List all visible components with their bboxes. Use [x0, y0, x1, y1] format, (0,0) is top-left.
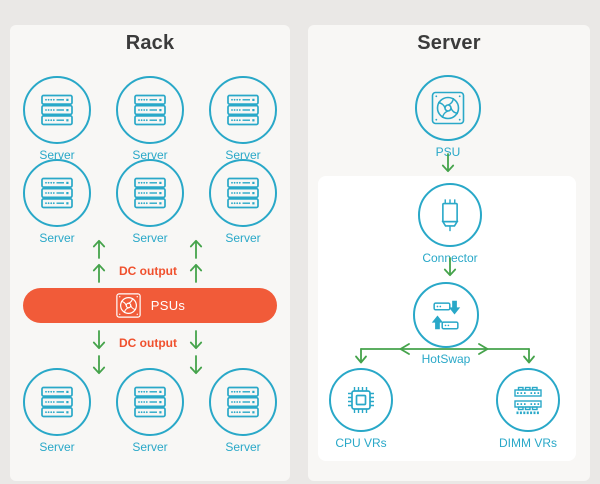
psu-node: PSU — [408, 75, 488, 159]
green-arrow-up-icon — [91, 237, 107, 259]
dc-output-label-top: DC output — [119, 264, 177, 278]
server-node-label: Server — [39, 440, 75, 454]
server-icon — [209, 159, 277, 227]
rack-server-node: Server — [17, 368, 97, 454]
rack-server-node: Server — [203, 76, 283, 162]
dimm-vrs-node: DIMM VRs — [488, 368, 568, 450]
psus-bar-label: PSUs — [150, 298, 186, 313]
server-node-label: Server — [132, 440, 168, 454]
server-node-label: Server — [39, 231, 75, 245]
cpu-chip-icon — [329, 368, 393, 432]
fan-icon — [116, 293, 141, 318]
connector-node: Connector — [410, 183, 490, 265]
server-node-label: Server — [225, 440, 261, 454]
dimm-memory-icon — [496, 368, 560, 432]
server-panel-title: Server — [417, 32, 481, 54]
green-arrow-down-icon — [442, 257, 458, 279]
dc-output-label-bottom: DC output — [119, 336, 177, 350]
server-icon — [23, 159, 91, 227]
branch-connector-lines — [355, 343, 535, 364]
rack-server-node: Server — [203, 159, 283, 245]
hotswap-node: HotSwap — [406, 282, 486, 366]
rack-server-node: Server — [203, 368, 283, 454]
server-node-label: Server — [132, 231, 168, 245]
hotswap-arrows-icon — [413, 282, 479, 348]
psu-node-label: PSU — [435, 145, 461, 159]
cpu-vrs-node: CPU VRs — [321, 368, 401, 450]
rack-server-node: Server — [110, 76, 190, 162]
server-icon — [23, 76, 91, 144]
server-icon — [209, 368, 277, 436]
green-arrow-up-icon — [188, 237, 204, 259]
green-arrow-down-icon — [188, 355, 204, 377]
server-node-label: Server — [39, 148, 75, 162]
server-icon — [116, 368, 184, 436]
connector-icon — [418, 183, 482, 247]
rack-server-node: Server — [17, 159, 97, 245]
server-icon — [116, 76, 184, 144]
green-arrow-down-icon — [440, 153, 456, 175]
server-icon — [116, 159, 184, 227]
rack-server-node: Server — [110, 159, 190, 245]
server-node-label: Server — [132, 148, 168, 162]
fan-icon — [415, 75, 481, 141]
dimm-vrs-node-label: DIMM VRs — [499, 436, 557, 450]
psus-bar: PSUs — [23, 288, 277, 323]
server-icon — [23, 368, 91, 436]
cpu-vrs-node-label: CPU VRs — [335, 436, 387, 450]
server-icon — [209, 76, 277, 144]
server-node-label: Server — [225, 231, 261, 245]
rack-server-node: Server — [110, 368, 190, 454]
rack-panel-title: Rack — [125, 32, 175, 54]
hotswap-node-label: HotSwap — [421, 352, 471, 366]
server-node-label: Server — [225, 148, 261, 162]
rack-server-node: Server — [17, 76, 97, 162]
